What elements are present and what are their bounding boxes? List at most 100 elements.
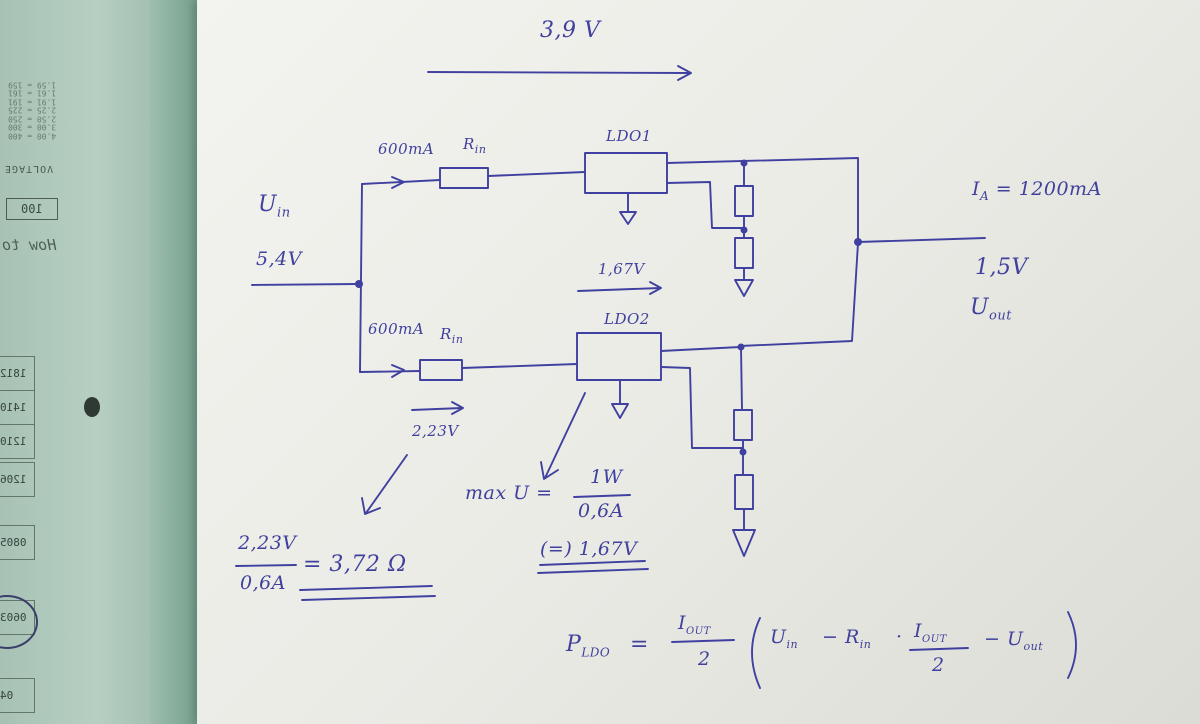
branch1-wire-2 bbox=[487, 171, 586, 177]
p-minus-r: − Rin bbox=[822, 626, 871, 651]
p-fraction-numerator-main: I bbox=[678, 612, 687, 634]
branch2-resistor-sub: in bbox=[451, 333, 464, 346]
ldo1-divider-wire bbox=[666, 162, 745, 229]
branch2-resistor-main: R bbox=[440, 325, 452, 343]
p-inner-fraction-bar bbox=[909, 647, 969, 651]
p-bracket-body-sub: in bbox=[786, 637, 799, 651]
p-bracket-body-main: U bbox=[770, 626, 787, 648]
input-label-sub: in bbox=[277, 205, 291, 221]
branch1-wire bbox=[361, 179, 441, 185]
pointer-to-max-u bbox=[540, 392, 586, 480]
resistor-drop-label: 2,23V bbox=[412, 422, 459, 440]
r-result: = 3,72 Ω bbox=[303, 552, 407, 577]
ldo2-divider-r2 bbox=[734, 474, 754, 510]
input-voltage: 5,4V bbox=[256, 248, 302, 270]
p-minus-r-sub: in bbox=[859, 637, 872, 651]
size-code-row: 1206 bbox=[0, 462, 35, 497]
r-result-underline-1 bbox=[299, 585, 433, 591]
ldo1-output-wire bbox=[666, 157, 859, 244]
output-label-main: U bbox=[970, 295, 990, 320]
branch1-resistor-main: R bbox=[463, 135, 475, 153]
size-code-row: 1210 bbox=[0, 424, 35, 459]
p-fraction-bar bbox=[671, 639, 735, 643]
size-code-row: 04 bbox=[0, 678, 35, 713]
r-result-underline-2 bbox=[301, 595, 436, 601]
ldo1-feedback-node bbox=[740, 226, 748, 234]
paper-sheet bbox=[197, 0, 1200, 724]
r-numerator: 2,23V bbox=[238, 532, 297, 554]
p-minus-uout: − Uout bbox=[984, 628, 1043, 653]
branch1-resistor bbox=[439, 167, 489, 189]
ldo2-divider-ground bbox=[732, 508, 756, 557]
ldo2-output-wire bbox=[660, 346, 741, 352]
branch2-resistor-label: Rin bbox=[440, 325, 463, 346]
size-code-row: 0805 bbox=[0, 525, 35, 560]
output-label: Uout bbox=[970, 295, 1012, 323]
ldo2-return-wire bbox=[739, 242, 859, 347]
ldo1-divider-r1 bbox=[734, 185, 754, 217]
p-inner-numerator: IOUT bbox=[914, 620, 947, 645]
p-symbol-main: P bbox=[566, 632, 582, 657]
p-minus-uout-sub: out bbox=[1023, 639, 1044, 653]
ldo2-label: LDO2 bbox=[604, 310, 650, 328]
input-label-main: U bbox=[258, 192, 278, 217]
maxu-lhs: max U = bbox=[465, 482, 553, 504]
ldo2-box bbox=[576, 332, 662, 381]
split-wire bbox=[359, 183, 363, 373]
output-wire bbox=[857, 237, 986, 243]
branch1-resistor-label: Rin bbox=[463, 135, 486, 156]
maxu-result: (=) 1,67V bbox=[540, 538, 638, 560]
r-denominator: 0,6A bbox=[240, 572, 286, 594]
p-inner-denominator: 2 bbox=[932, 654, 945, 676]
branch1-current: 600mA bbox=[378, 140, 435, 158]
p-dot: · bbox=[896, 626, 903, 648]
input-label: Uin bbox=[258, 192, 291, 220]
punch-hole bbox=[84, 397, 100, 417]
branch2-arrow bbox=[391, 364, 405, 378]
branch2-resistor bbox=[419, 359, 463, 381]
branch1-arrow bbox=[391, 176, 405, 189]
branch2-current: 600mA bbox=[368, 320, 425, 338]
maxu-underline-1 bbox=[539, 560, 646, 566]
p-symbol-sub: LDO bbox=[581, 645, 611, 660]
output-current-main: I bbox=[972, 178, 981, 200]
p-bracket-body: Uin bbox=[770, 626, 798, 651]
r-fraction-bar bbox=[235, 564, 297, 567]
output-voltage: 1,5V bbox=[975, 255, 1028, 280]
ldo2-ground bbox=[611, 379, 629, 419]
p-minus-uout-main: − U bbox=[984, 628, 1024, 650]
ldo1-ground bbox=[619, 192, 637, 225]
ldo2-drop-arrow bbox=[577, 281, 662, 295]
p-minus-r-main: − R bbox=[822, 626, 860, 648]
p-symbol: PLDO bbox=[566, 632, 610, 659]
output-current-sub: A bbox=[980, 188, 990, 203]
ldo2-feedback-node bbox=[739, 448, 747, 456]
maxu-denominator: 0,6A bbox=[578, 500, 624, 522]
top-voltage-label: 3,9 V bbox=[540, 18, 601, 43]
maxu-numerator: 1W bbox=[590, 466, 623, 488]
ldo2-drop-label: 1,67V bbox=[598, 260, 645, 278]
maxu-underline-2 bbox=[537, 568, 649, 574]
branch2-wire bbox=[359, 370, 421, 373]
output-current-label: IA = 1200mA bbox=[972, 178, 1102, 203]
pointer-to-r-calc bbox=[361, 454, 408, 515]
resistor-drop-arrow bbox=[411, 401, 464, 415]
top-voltage-arrow bbox=[427, 65, 692, 81]
p-equals: = bbox=[630, 632, 649, 657]
branch1-resistor-sub: in bbox=[474, 143, 487, 156]
p-fraction-denominator: 2 bbox=[698, 648, 711, 670]
p-fraction-numerator: IOUT bbox=[678, 612, 711, 637]
branch2-wire-2 bbox=[461, 363, 578, 369]
ldo1-box bbox=[584, 152, 668, 194]
ldo2-divider-wire bbox=[660, 346, 743, 449]
p-inner-numerator-sub: OUT bbox=[922, 633, 947, 645]
input-wire bbox=[251, 283, 359, 286]
output-node bbox=[854, 238, 862, 246]
p-right-paren bbox=[1067, 611, 1077, 679]
p-fraction-numerator-sub: OUT bbox=[686, 625, 711, 637]
output-label-sub: out bbox=[989, 308, 1012, 324]
ldo1-divider-r2 bbox=[734, 237, 754, 269]
output-current-value: = 1200mA bbox=[995, 178, 1102, 200]
